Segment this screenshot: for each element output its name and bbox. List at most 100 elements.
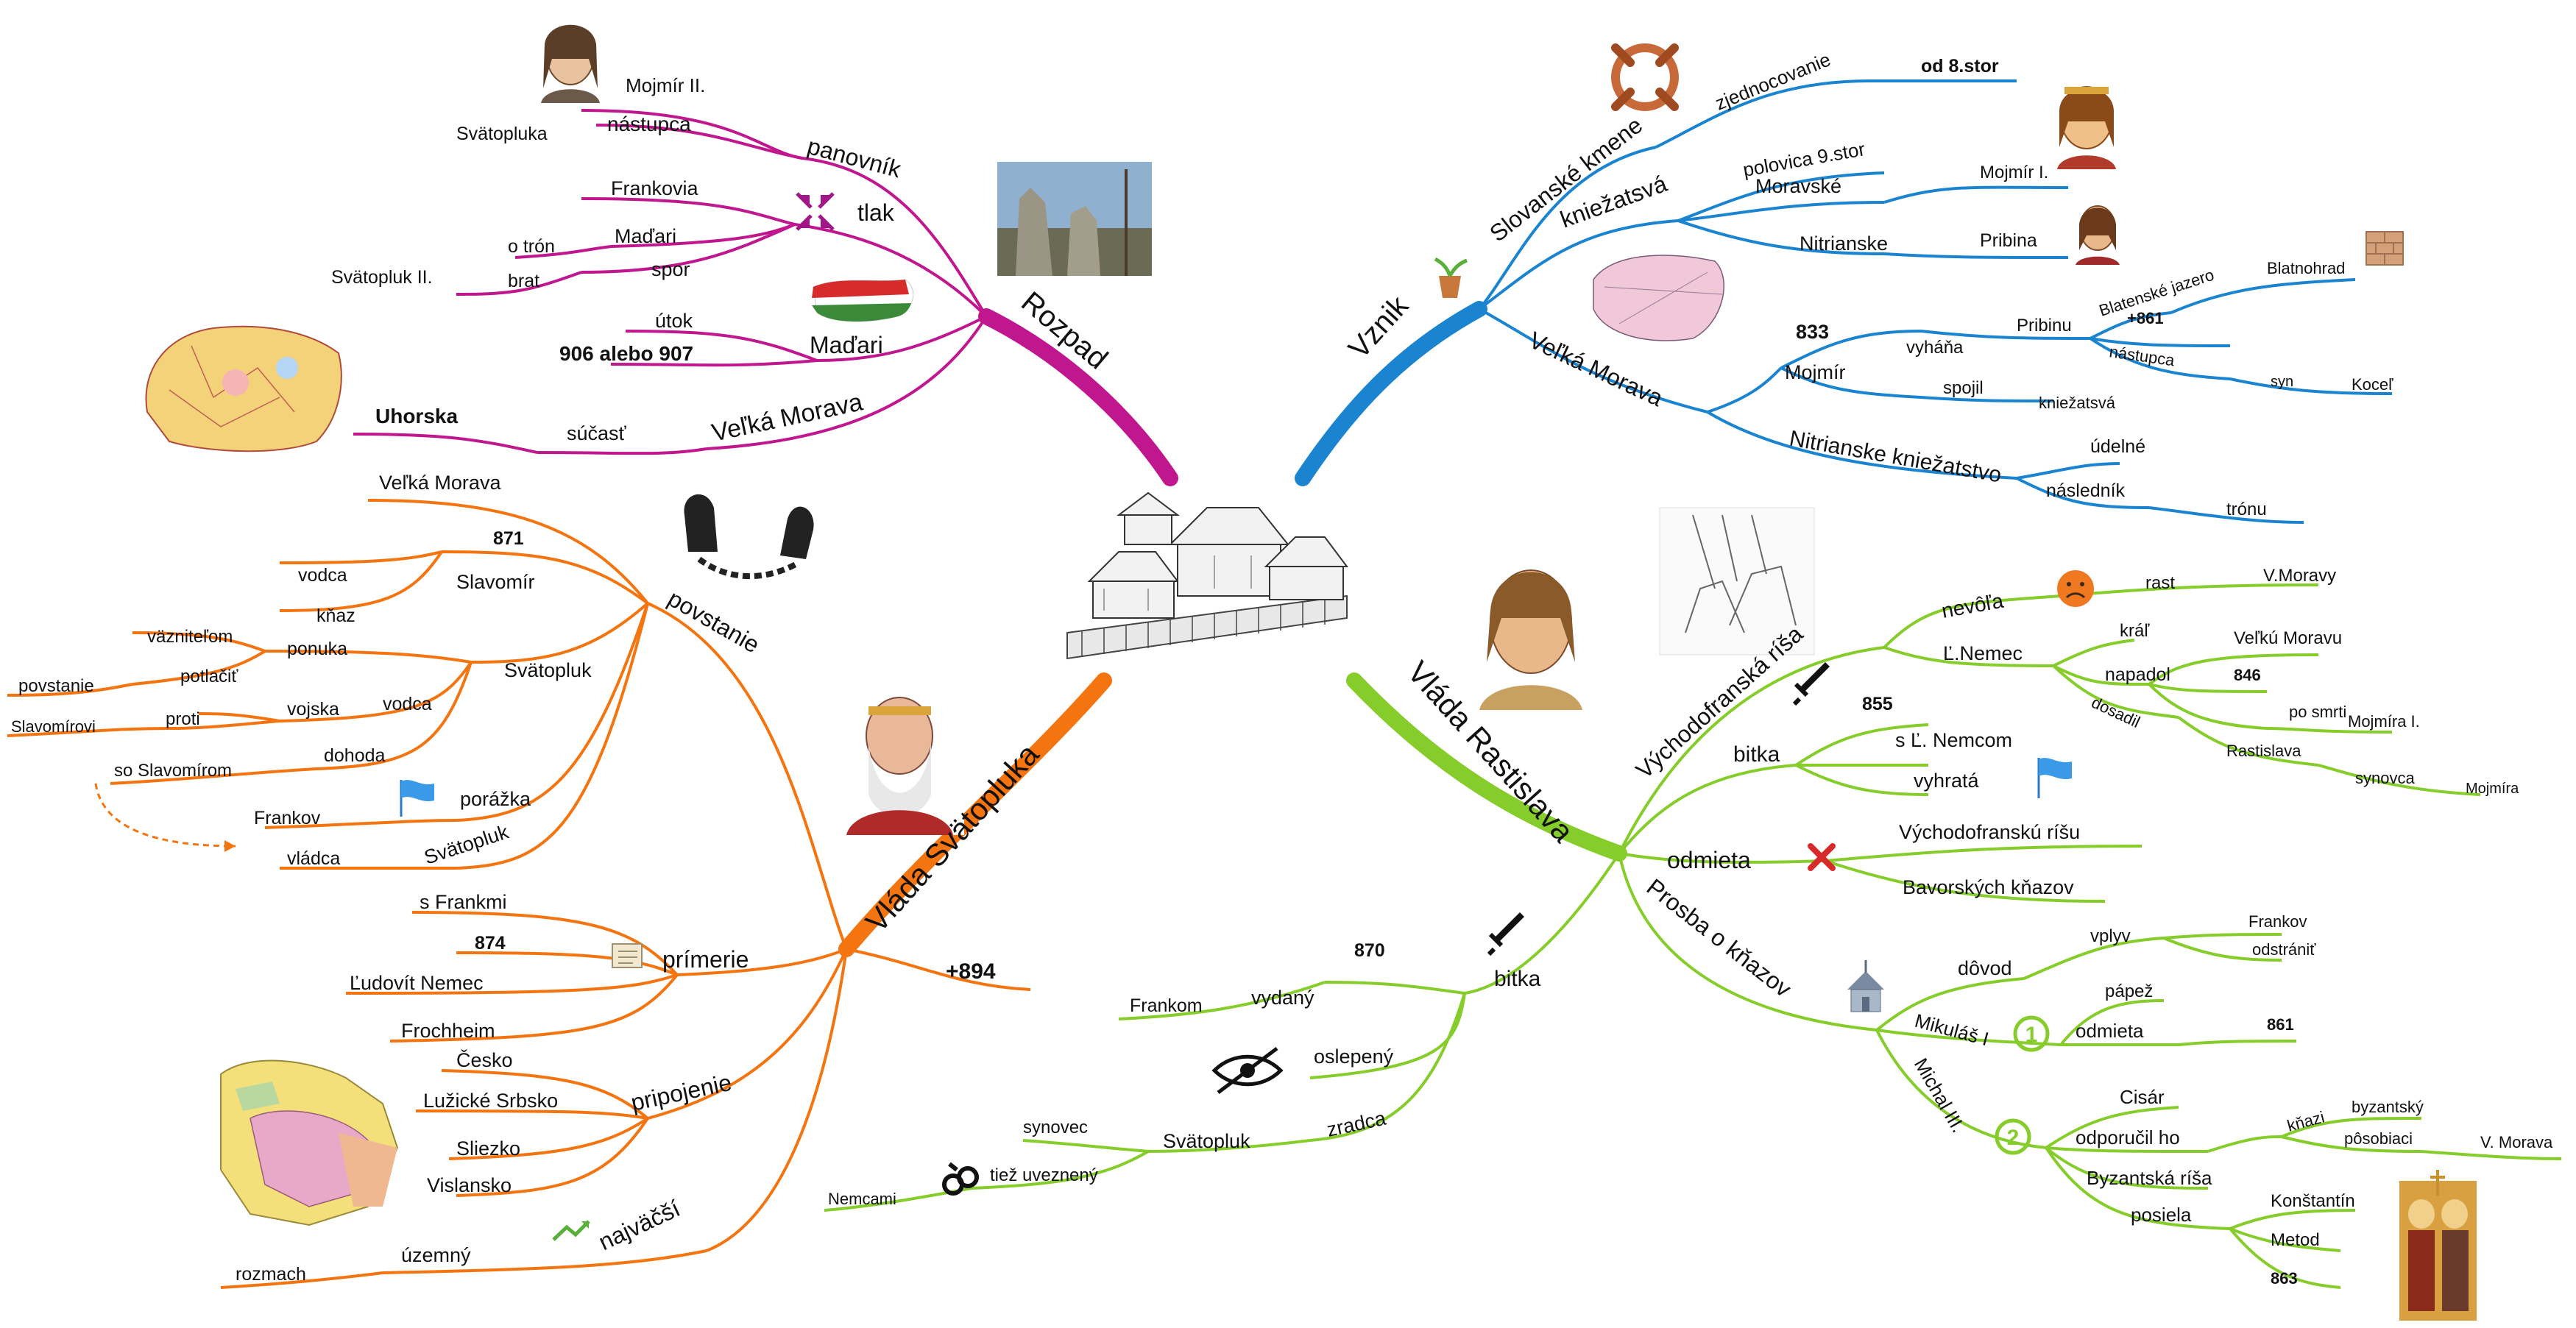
- vznik-pribina: Pribina: [1980, 230, 2037, 251]
- rastislav-dosadil: dosadil: [2089, 693, 2143, 731]
- branch-rastislav: [824, 583, 2562, 1289]
- rastislav-metod: Metod: [2271, 1230, 2320, 1250]
- svatopluk-slavomirovi: Slavomírovi: [11, 717, 96, 736]
- rastislav-nevota: nevôľa: [1940, 589, 2006, 622]
- vznik-naslednik: následník: [2046, 480, 2126, 501]
- branch-rozpad: [353, 109, 988, 455]
- blue-flag-icon: [2037, 758, 2072, 798]
- portrait-mojmir-ii: [526, 15, 615, 103]
- rastislav-posiela: posiela: [2131, 1204, 2192, 1226]
- trunk-rozpad: [978, 308, 1178, 486]
- rastislav-nemcami: Nemcami: [828, 1190, 896, 1208]
- hungary-flag-icon: [812, 279, 914, 322]
- rastislav-vplyv: vplyv: [2090, 926, 2131, 946]
- svatopluk-primerie: prímerie: [662, 946, 749, 973]
- rastislav-vydany: vydaný: [1251, 987, 1314, 1009]
- rastislav-prosba: Prosba o kňazov: [1642, 873, 1797, 1002]
- vznik-blatnohrad: Blatnohrad: [2267, 259, 2345, 277]
- svatopluk-vaznitelom: väzniteľom: [147, 627, 233, 647]
- rozpad-nastupca: nástupca: [607, 113, 691, 135]
- rastislav-kral: kráľ: [2120, 621, 2150, 641]
- portrait-pribina: [2068, 195, 2127, 265]
- church-icon: [1847, 960, 1884, 1012]
- rozpad-brat: brat: [508, 271, 539, 291]
- svatopluk-year-894: +894: [946, 959, 996, 984]
- rozpad-frankovia: Frankovia: [611, 177, 699, 199]
- vznik-mojmir-i: Mojmír I.: [1980, 163, 2048, 182]
- svg-text:2: 2: [2007, 1126, 2020, 1150]
- brick-wall-icon: [2366, 231, 2404, 266]
- sword-icon-2: [1487, 912, 1524, 956]
- ruins-photo: [997, 162, 1152, 276]
- svatopluk-porazka: porážka: [460, 788, 531, 810]
- rastislav-vfr-risu: Východofranskú ríšu: [1899, 821, 2080, 843]
- rastislav-bitka2: bitka: [1494, 967, 1541, 991]
- svatopluk-svatopluk-b: Svätopluk: [422, 820, 512, 868]
- trend-up-icon: [552, 1220, 590, 1241]
- rastislav-knazi: kňazi: [2285, 1107, 2326, 1135]
- rastislav-mojmira: Mojmíra: [2466, 781, 2519, 797]
- rastislav-vmorava: V. Morava: [2480, 1133, 2553, 1151]
- number-1-icon: 1: [2013, 1015, 2050, 1052]
- rastislav-year-861: 861: [2267, 1015, 2294, 1034]
- vznik-kniezatstva2: kniežatsvá: [2039, 394, 2116, 412]
- scroll-icon: [612, 943, 643, 968]
- number-2-icon: 2: [1995, 1118, 2031, 1155]
- rastislav-year-863: 863: [2271, 1269, 2298, 1288]
- red-x-icon: [1808, 843, 1836, 871]
- handcuffs-icon: [942, 1162, 979, 1196]
- svatopluk-s-frankmi: s Frankmi: [420, 891, 507, 913]
- svatopluk-svatopluk-a: Svätopluk: [504, 659, 592, 681]
- trunk-vznik: [1295, 301, 1487, 486]
- saints-icon: [2399, 1170, 2477, 1321]
- trunk-svatopluk: [838, 672, 1112, 957]
- rastislav-po-smrti: po smrti: [2289, 703, 2346, 721]
- rozpad-uhorska: Uhorska: [375, 405, 458, 427]
- svatopluk-vojska: vojska: [287, 699, 339, 720]
- rastislav-konstantin: Konštantín: [2271, 1191, 2355, 1211]
- branch-vznik: [1478, 79, 2393, 524]
- svatopluk-sliezko: Sliezko: [456, 1137, 520, 1160]
- battle-sketch: [1659, 507, 1815, 656]
- rastislav-lnemec: Ľ.Nemec: [1943, 642, 2023, 664]
- sword-icon: [1792, 662, 1830, 706]
- svatopluk-year-871: 871: [493, 528, 524, 549]
- rastislav-michal: Michal III.: [1910, 1054, 1970, 1136]
- rastislav-odstranit: odstrániť: [2252, 940, 2316, 959]
- svatopluk-proti: proti: [166, 709, 200, 729]
- vznik-year-861: +861: [2127, 309, 2164, 327]
- rastislav-odmieta: odmieta: [1667, 847, 1751, 873]
- svatopluk-uzemny: územný: [401, 1244, 471, 1266]
- rastislav-bitka: bitka: [1733, 742, 1780, 767]
- vznik-tronu: trónu: [2226, 500, 2267, 519]
- rastislav-year-855: 855: [1862, 694, 1893, 714]
- rastislav-rast: rast: [2145, 573, 2175, 593]
- rastislav-odmieta2: odmieta: [2076, 1020, 2144, 1042]
- great-moravia-map-large: [210, 1052, 416, 1236]
- svatopluk-vodca: vodca: [298, 565, 347, 586]
- svatopluk-frankov: Frankov: [254, 808, 321, 828]
- rastislav-zradca: zradca: [1325, 1107, 1388, 1140]
- svatopluk-potlacit: potlačiť: [180, 667, 238, 686]
- great-moravia-map-small: [1582, 246, 1741, 349]
- vznik-zjednocovanie: zjednocovanie: [1712, 48, 1833, 114]
- rastislav-s-lnemcom: s Ľ. Nemcom: [1895, 729, 2012, 751]
- center-image: [1052, 482, 1362, 673]
- vznik-pribinu: Pribinu: [2017, 316, 2072, 335]
- rastislav-synovca: synovca: [2355, 769, 2415, 787]
- rozpad-o-tron: o trón: [508, 236, 555, 257]
- rastislav-mikulas: Mikuláš I: [1912, 1009, 1991, 1051]
- dashed-arrow: [94, 783, 236, 848]
- rastislav-bavorskych: Bavorských kňazov: [1903, 876, 2074, 898]
- plant-pot-icon: [1434, 257, 1468, 298]
- vznik-vyhana: vyháňa: [1906, 338, 1964, 358]
- svatopluk-year-874: 874: [475, 933, 506, 954]
- rozpad-spor: spor: [651, 258, 690, 280]
- blue-flag-icon-2: [400, 780, 434, 817]
- svatopluk-najvacsi: najväčší: [595, 1195, 684, 1255]
- rastislav-svatopluk: Svätopluk: [1163, 1130, 1250, 1152]
- rastislav-vmoravy: V.Moravy: [2263, 566, 2336, 586]
- rastislav-odporucil: odporučil ho: [2076, 1126, 2180, 1148]
- trunk-rastislav: [1346, 672, 1627, 862]
